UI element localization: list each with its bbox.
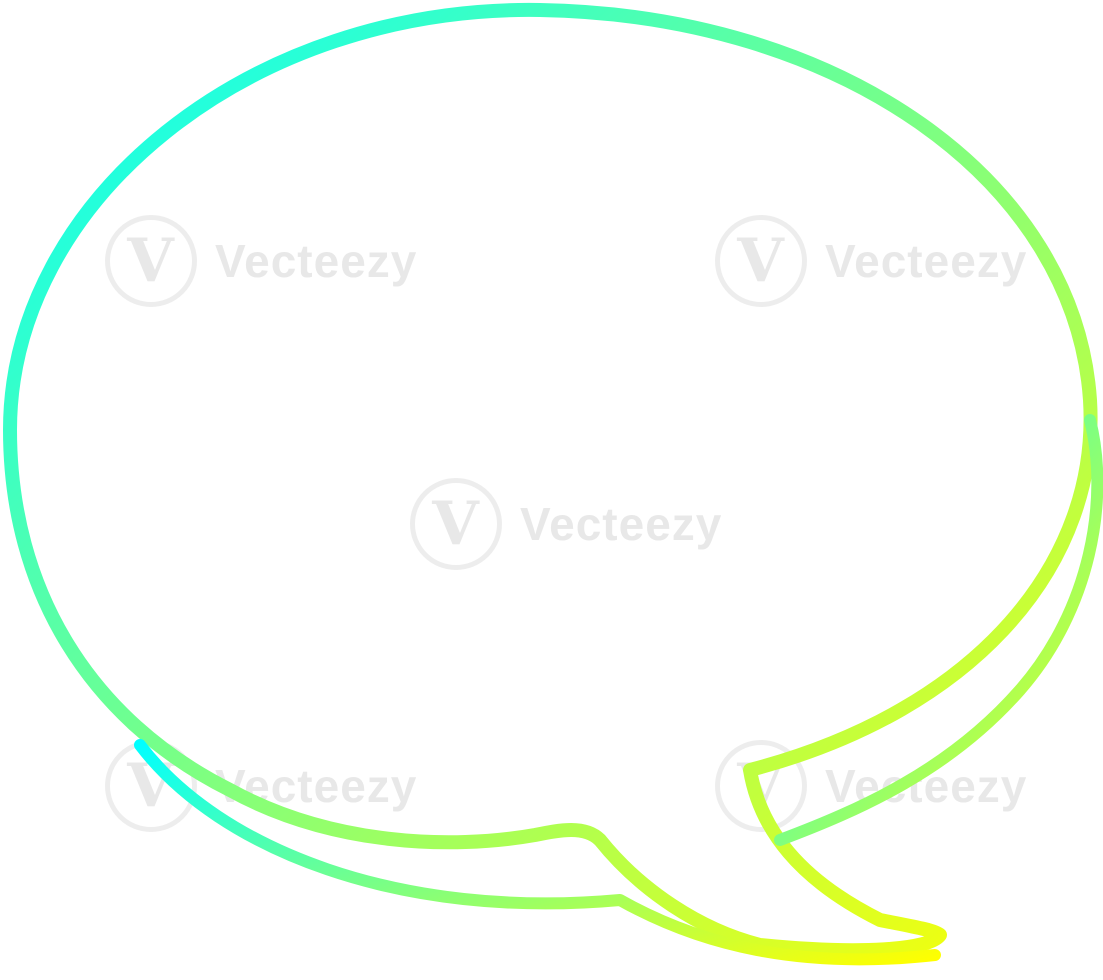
- speech-bubble-shadow-right: [774, 414, 1103, 846]
- speech-bubble-shadow-lower: [134, 739, 941, 966]
- speech-bubble-outline: [3, 2, 1098, 958]
